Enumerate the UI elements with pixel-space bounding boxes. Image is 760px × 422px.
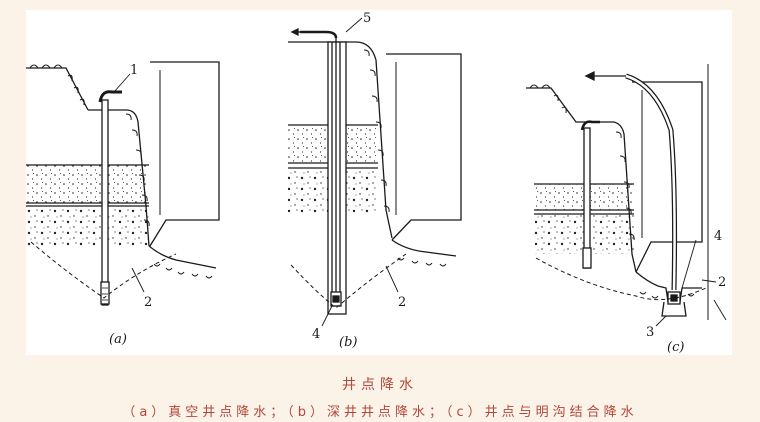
sand-layer-lower — [26, 206, 149, 246]
callout-4: 4 — [312, 327, 320, 342]
wellpoint-pipe — [101, 99, 109, 306]
panel-c — [526, 64, 727, 327]
collection-sump — [661, 301, 687, 317]
drawdown-curve — [290, 253, 407, 309]
callout-2: 2 — [718, 275, 726, 290]
excavation-box — [149, 61, 220, 247]
pit-bottom — [148, 245, 217, 269]
callout-2: 2 — [398, 295, 406, 310]
panel-a — [26, 61, 220, 306]
figure-caption-subtitle: （a）真空井点降水；（b）深井井点降水；（c）井点与明沟结合降水 — [122, 405, 638, 420]
callout-4: 4 — [714, 229, 722, 244]
wellpoint-pipe — [583, 127, 591, 269]
pit-bottom — [391, 239, 457, 257]
panel-label-b: (b) — [339, 335, 357, 350]
figure-caption-title: 井点降水 — [342, 377, 418, 393]
excavation-box — [386, 53, 462, 241]
drawdown-curve — [535, 257, 707, 301]
deep-well-casing — [327, 41, 347, 315]
excavation-box — [632, 81, 703, 273]
diagram-area: 1 2 (a) — [26, 10, 732, 355]
callout-1: 1 — [130, 63, 138, 78]
callout-5: 5 — [363, 11, 371, 26]
ground-surface — [288, 41, 393, 239]
panel-b — [288, 17, 462, 327]
panel-label-c: (c) — [667, 340, 684, 355]
dewatering-diagram: 1 2 (a) — [26, 11, 727, 355]
excavation-slope — [88, 109, 150, 247]
panel-label-a: (a) — [109, 332, 127, 347]
drawdown-curve — [30, 241, 177, 299]
ground-surface — [26, 67, 89, 111]
callout-2: 2 — [144, 295, 152, 310]
callout-3: 3 — [646, 325, 654, 340]
sand-layer-upper — [26, 165, 149, 203]
